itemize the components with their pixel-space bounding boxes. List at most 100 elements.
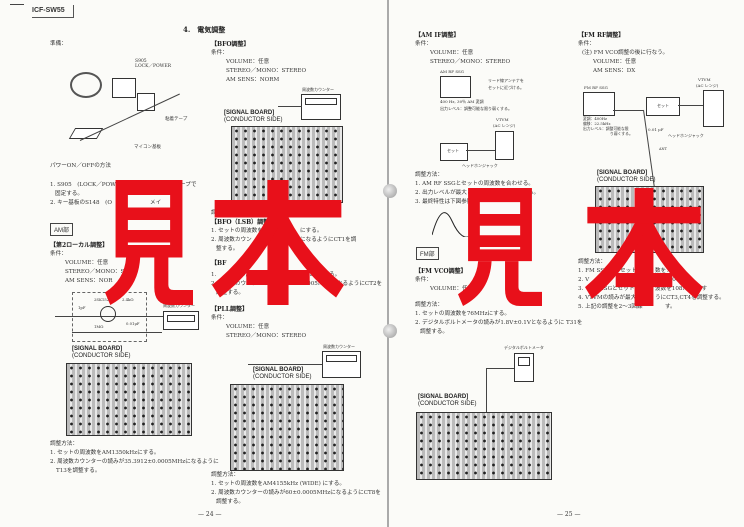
watermark-stroke [115, 180, 183, 258]
text-line: 2. 周波数カウンターの読みが60±0.0005MHzになるようにCT8を [211, 490, 381, 496]
text-line: 条件： [50, 251, 67, 257]
page-fold [387, 0, 389, 527]
text-line: 2. デジタルボルトメータの読みが1.8V±0.1Vとなるように T31を [415, 320, 583, 326]
ssg-label: FM RF SSG [584, 85, 608, 90]
text-line: 2. 周波数カウンターの読みが35.3912±0.0005MHzになるように [50, 459, 219, 465]
text-line: うにCT3,CT4を調整する。 [655, 295, 725, 301]
text-line: SSGとセット [600, 286, 635, 292]
bfo2-title: 【BF [211, 260, 227, 267]
pcb-image [416, 412, 552, 480]
second-local-title: 【第2ローカル調整】 [50, 242, 109, 249]
text-line: 53±0.005MHzになるようにCT2を [290, 281, 383, 287]
text-line: セットに近づける。 [488, 85, 524, 90]
signal-board-label: [SIGNAL BOARD](CONDUCTOR SIDE) [253, 367, 312, 380]
text-line: 2. 出力レベルが最大となるようT45を調整する。 [415, 190, 540, 196]
signal-board-label: [SIGNAL BOARD](CONDUCTOR SIDE) [72, 346, 131, 359]
counter-device [322, 351, 361, 378]
switch-label: S905 [135, 59, 147, 64]
counter-label: 周波数カウンター [163, 303, 195, 308]
text-line: 整する。 [216, 246, 239, 252]
text-line: STEREO／MONO：STEREO [226, 333, 307, 339]
text-line: 1. セットの周波数をAM4155kHz (WIDE) にする。 [211, 481, 345, 487]
page-number: — 24 — [198, 511, 222, 518]
jack-label: ヘッドホンジャック [668, 133, 704, 138]
text-line: 調整方法： [415, 172, 443, 178]
text-line: 条件： [578, 41, 595, 47]
vtvm-range: (AC レンジ) [696, 83, 719, 88]
dc-label: DC 3V [172, 295, 185, 300]
model-label: ICF-SW55 [32, 5, 74, 18]
text-line: になるようにCT1を調 [300, 237, 357, 243]
signal-board-label: [SIGNAL BOARD](CONDUCTOR SIDE) [224, 110, 283, 123]
text-line: にする。 [300, 228, 323, 234]
text-line: STEREO／MONO：STEREO [226, 68, 307, 74]
text-line: AM SENS：DX [593, 68, 636, 74]
text-line: T13を調整する。 [56, 468, 101, 474]
text-line: 調整方法： [415, 302, 443, 308]
text-line: AM SENS：NOR [65, 278, 113, 284]
fm-rf-title: 【FM RF調整】 [578, 32, 625, 39]
text-line: AM SENS：NORM [226, 77, 280, 83]
pcb-image [231, 126, 343, 203]
set-label: セット [447, 148, 459, 153]
power-title: パワーON／OFFの方法 [50, 163, 111, 169]
text-line: VOLUME：任意 [430, 50, 474, 56]
resistor-label: 1MΩ [94, 324, 104, 329]
text-line: 2. 周波数カウン [211, 237, 252, 243]
text-line: 1. セットの周波数を [211, 228, 263, 234]
text-line: 2. 周波数カウンターの読み [211, 281, 280, 287]
text-line: 調整する。 [420, 329, 448, 335]
text-line: 調整方法： [211, 210, 239, 216]
text-line: STEREO／MONO：STEREO [430, 59, 511, 65]
jack-label: ヘッドホンジャック [462, 163, 498, 168]
text-line: 出力レベル：調整可能な限 [583, 126, 629, 131]
text-line: 400 Hz, 30％ AM 変調 [440, 99, 484, 104]
text-line: 条件： [211, 50, 228, 56]
text-line: 1. S905 (LOCK／POW [50, 182, 116, 188]
prep-label: 準備： [50, 41, 67, 47]
text-line: 1. FM SS [578, 268, 605, 274]
pcb-image [595, 186, 704, 253]
set-label: セット [657, 103, 669, 108]
text-line: メイ [150, 200, 162, 206]
set-box: セット [646, 97, 680, 116]
text-line: セット [620, 268, 637, 274]
text-line: 3. 最終特性は下図参照。 [415, 199, 479, 205]
text-line: 固定する。 [55, 191, 83, 197]
set-box: セット [440, 143, 468, 161]
vtvm-label: VTVM [496, 117, 509, 122]
ssg-label: AM RF SSG [440, 69, 464, 74]
text-line: 調整方法： [50, 441, 78, 447]
text-line: 偏移：22.5kHz [583, 121, 611, 126]
response-curve [432, 212, 472, 237]
board-label: マイコン基板 [134, 145, 161, 150]
text-line: 条件： [415, 41, 432, 47]
vtvm-label: VTVM [698, 77, 711, 82]
am-if-title: 【AM IF調整】 [415, 32, 460, 39]
text-line: VOLUME：任意 [430, 286, 474, 292]
text-line: 1. セットの周波数をAM1350kHzにする。 [50, 450, 160, 456]
counter-label: 周波数カウンター [302, 87, 334, 92]
ssg-device [583, 92, 615, 116]
text-line: (注) FM VCO調整の後に行なう。 [582, 50, 669, 56]
dvm-label: デジタルボルトメータ [504, 345, 544, 350]
text-line: ープで [180, 182, 197, 188]
text-line: 数を76M [655, 268, 680, 274]
text-line: 出力レベル：調整可能な限り弱くする。 [440, 106, 512, 111]
text-line: T10 [665, 277, 676, 283]
text-line: 4. VTVMの読みが最大と [578, 295, 642, 301]
text-line: 調整方法： [578, 259, 606, 265]
counter-device [301, 94, 341, 120]
vtvm-device [703, 90, 724, 127]
text-line: VOLUME：任意 [65, 260, 109, 266]
pcb-image [66, 363, 192, 436]
text-line: 1. セットの周波数を76MHzにする。 [415, 311, 510, 317]
switch-sub: LOCK／POWER [135, 64, 171, 69]
watermark-stroke [505, 261, 542, 306]
text-line: 1. [211, 272, 217, 278]
pcb-image [230, 384, 344, 471]
pll-title: 【PLL調整】 [211, 306, 248, 313]
text-line: り弱くする。 [610, 131, 633, 136]
text-line: 1. AM RF SSGとセットの周波数を合わせる。 [415, 181, 534, 187]
